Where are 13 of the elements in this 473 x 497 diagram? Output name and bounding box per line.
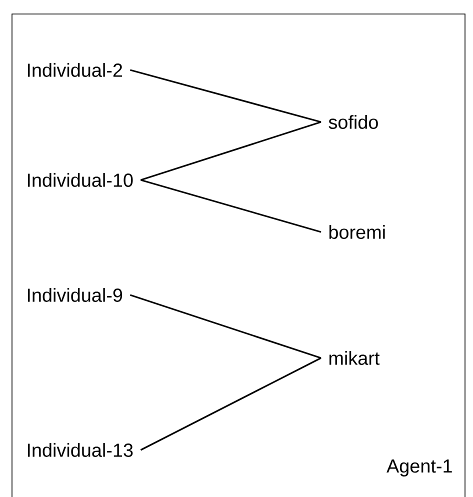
node-label: Individual-2 (28, 63, 122, 77)
node-label: Individual-13 (28, 443, 133, 457)
node-label: sofido (328, 115, 378, 129)
connector-line (140, 121, 322, 181)
connector-line (130, 69, 322, 123)
corner-label: Agent-1 (386, 460, 452, 476)
connector-line (140, 179, 322, 233)
connector-line (130, 294, 322, 359)
node-label: mikart (329, 351, 380, 365)
node-label: boremi (329, 225, 385, 239)
node-label: Individual-9 (28, 288, 122, 302)
connector-line (140, 357, 322, 451)
node-label: Individual-10 (28, 173, 133, 187)
